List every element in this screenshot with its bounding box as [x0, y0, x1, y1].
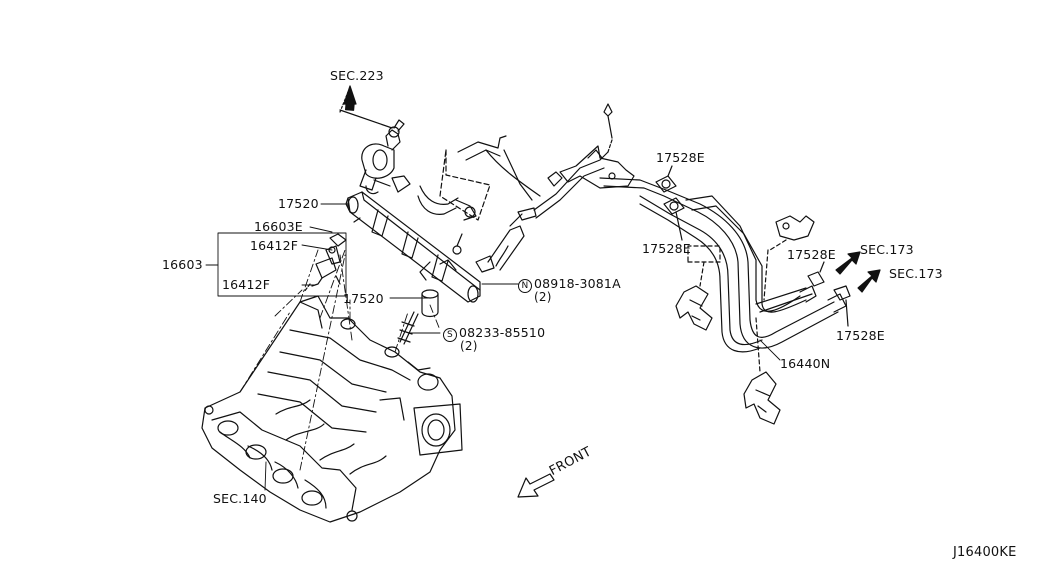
label-17528e-top-right: 17528E	[656, 150, 705, 165]
label-16412f-top: 16412F	[250, 238, 299, 253]
n-symbol: N	[518, 279, 532, 293]
label-sec-173-lower: SEC.173	[889, 266, 943, 281]
fuel-damper	[397, 289, 439, 345]
label-17528e-mid-left: 17528E	[642, 241, 691, 256]
hose-clips	[675, 245, 781, 425]
front-arrow	[517, 473, 555, 498]
sec-173-arrows	[835, 251, 881, 293]
fuel-rail	[345, 191, 481, 303]
label-sec-173-upper: SEC.173	[860, 242, 914, 257]
label-16603e: 16603E	[254, 219, 303, 234]
label-16412f-bottom: 16412F	[222, 277, 271, 292]
label-17520-fuel-rail: 17520	[278, 196, 319, 211]
installation-lines	[239, 249, 441, 471]
clamps	[655, 165, 851, 327]
fuel-connector	[769, 215, 815, 251]
fuel-tubes	[599, 177, 847, 353]
label-bolt-s-qty: (2)	[460, 339, 478, 353]
bolt-n-part: 08918-3081A	[534, 276, 621, 291]
sec-223-leader	[339, 85, 393, 129]
label-17528e-mid-right: 17528E	[787, 247, 836, 262]
label-sec-140: SEC.140	[213, 491, 267, 506]
label-sec-223: SEC.223	[330, 68, 384, 83]
label-17528e-bottom-right: 17528E	[836, 328, 885, 343]
label-17520-damper: 17520	[343, 291, 384, 306]
s-symbol: S	[443, 328, 457, 342]
pipe-bracket	[547, 103, 635, 189]
bolt-s-part: 08233-85510	[459, 325, 546, 340]
label-16603: 16603	[162, 257, 203, 272]
fuel-hoses	[417, 135, 609, 273]
pressure-regulator	[359, 119, 411, 195]
injector-group	[303, 233, 347, 293]
intake-manifold	[201, 295, 463, 523]
drawing-code: J16400KE	[953, 545, 1017, 560]
label-bolt-n-qty: (2)	[534, 290, 552, 304]
label-16440n: 16440N	[780, 356, 831, 371]
